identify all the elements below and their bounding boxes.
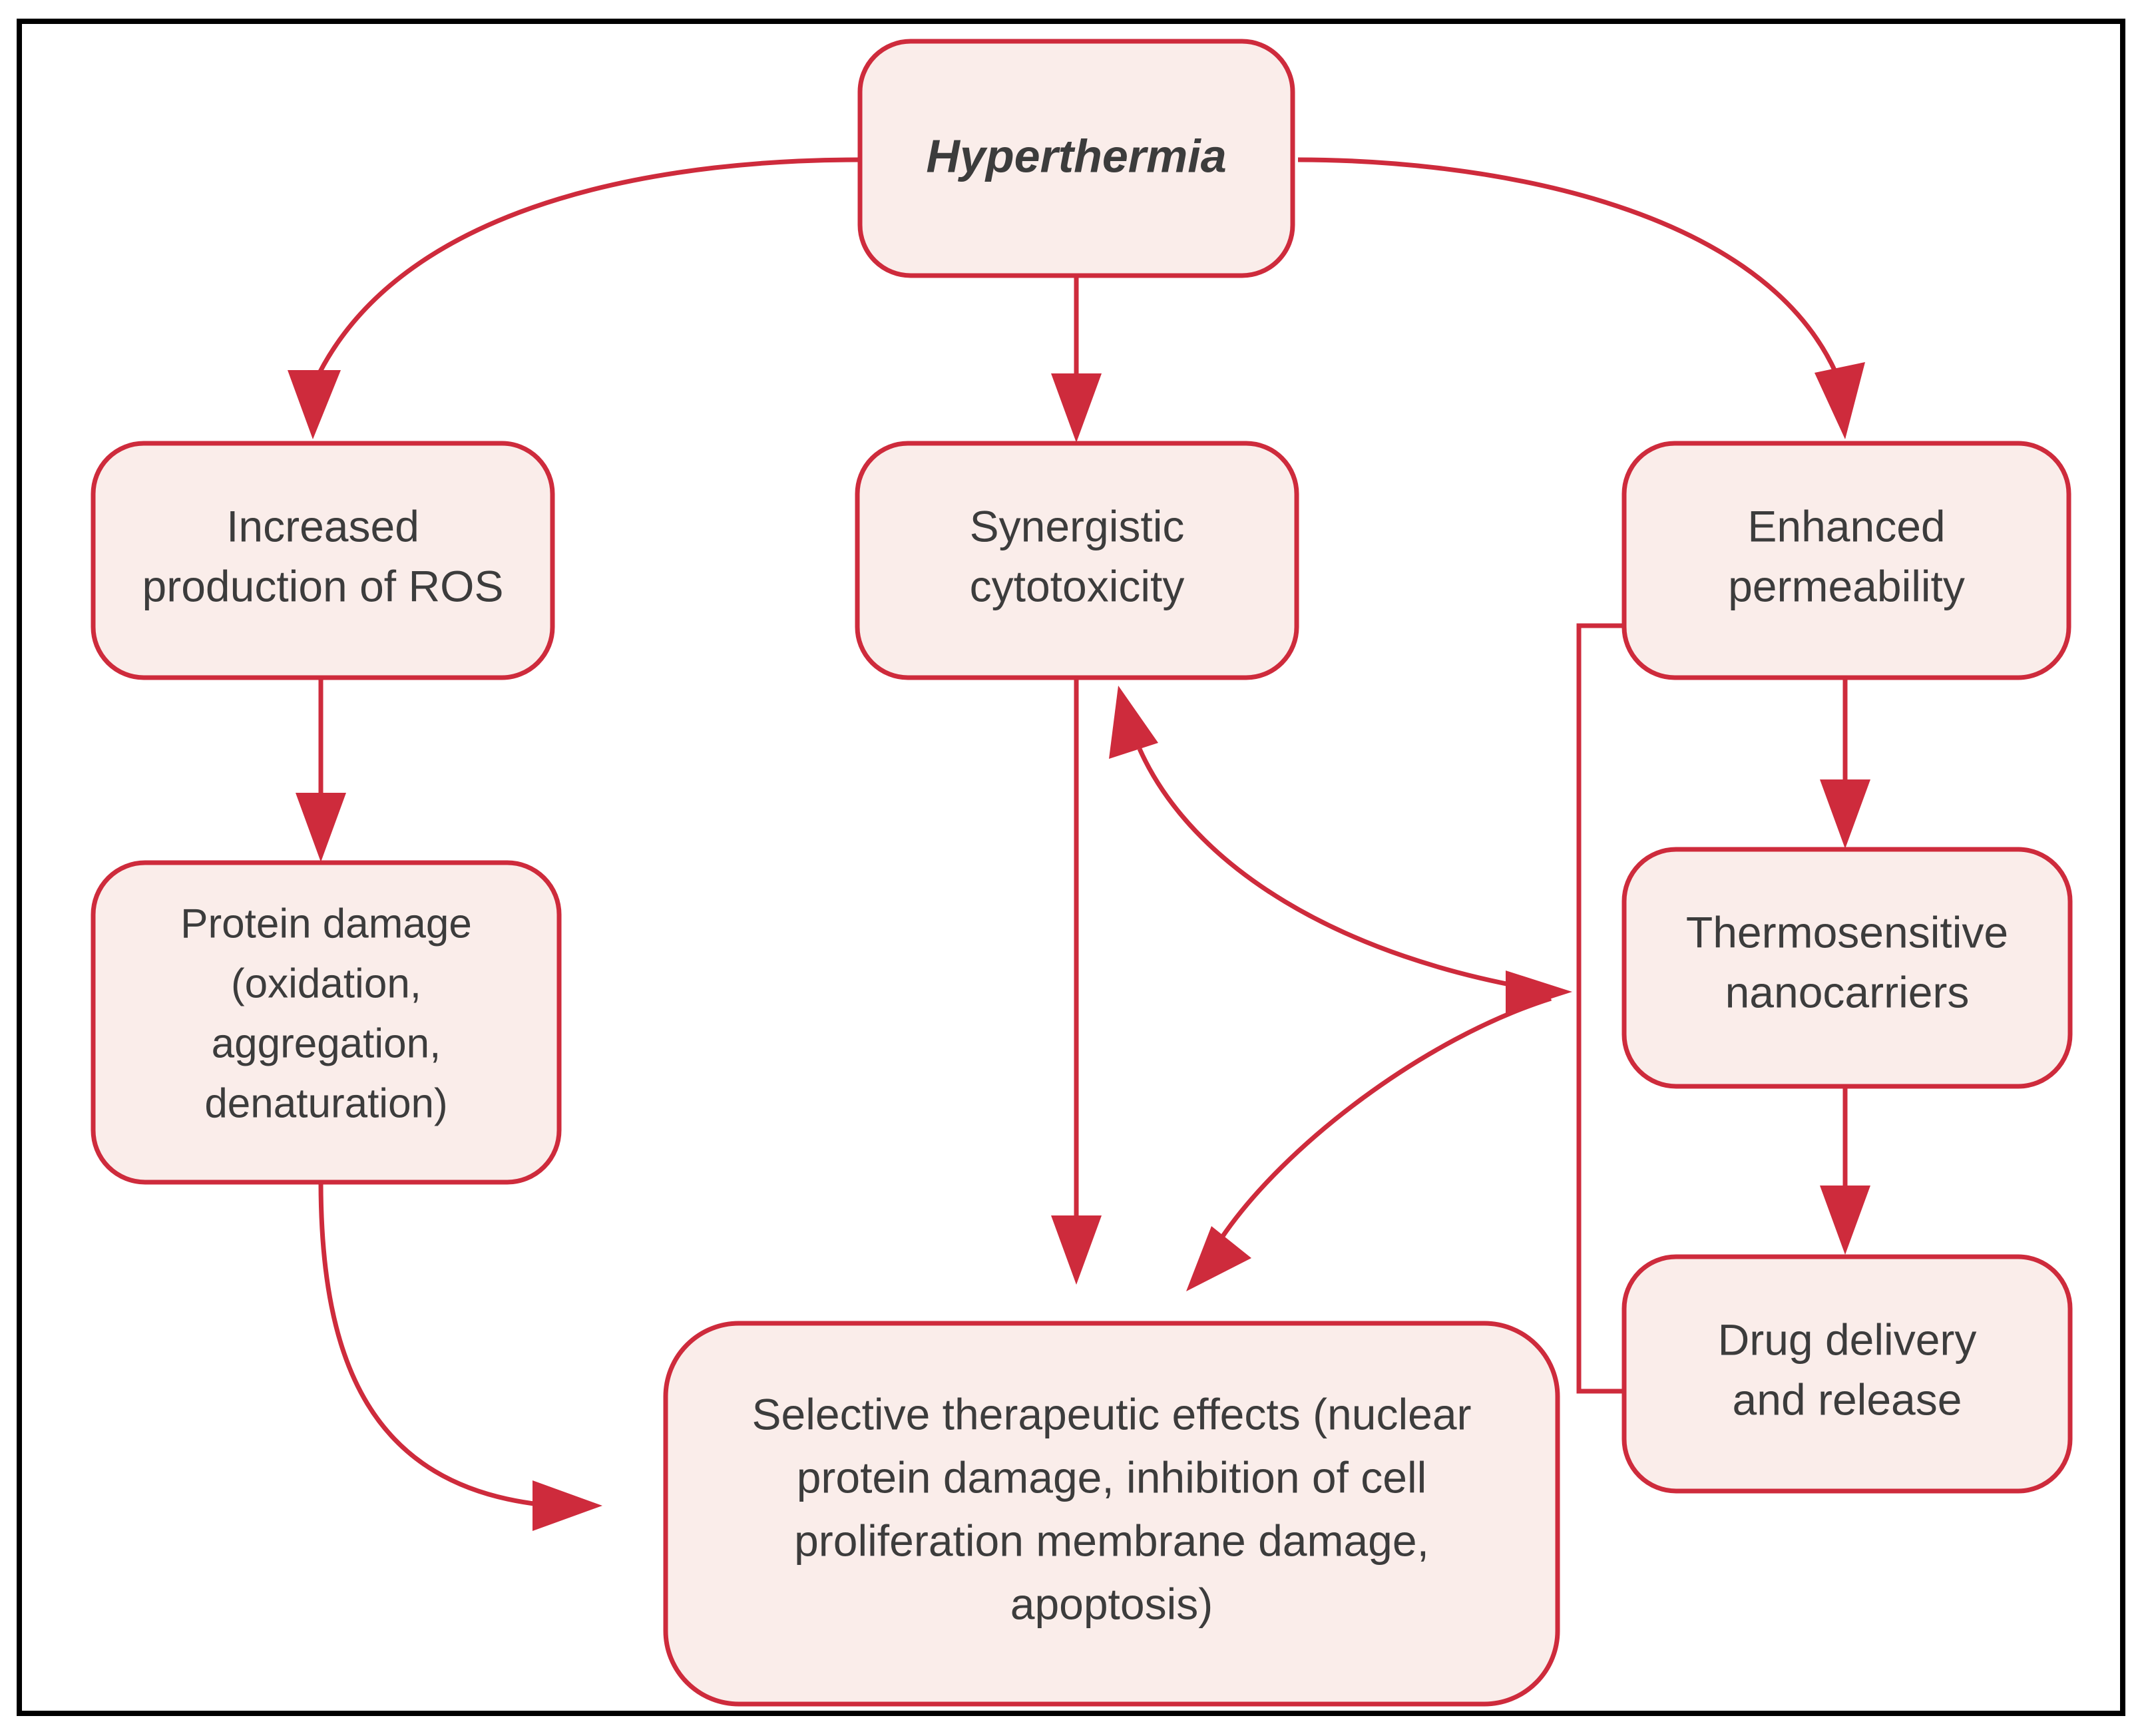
node-protein-line-1: (oxidation,	[231, 961, 421, 1006]
node-ros-line-0: Increased	[226, 501, 419, 550]
edge-nanocarriers-to-drug	[1820, 1085, 1870, 1255]
node-drug-line-1: and release	[1733, 1375, 1962, 1424]
node-synergistic-line-1: cytotoxicity	[970, 561, 1185, 610]
edge-hyperthermia-to-permeability	[1297, 157, 1865, 439]
node-drug-line-0: Drug delivery	[1718, 1315, 1977, 1364]
node-protein-line-3: denaturation)	[204, 1080, 447, 1126]
node-drug-delivery-and-release[interactable]: Drug delivery and release	[1621, 1254, 2073, 1494]
node-selective-line-2: proliferation membrane damage,	[794, 1516, 1429, 1565]
edge-hyperthermia-to-ros	[288, 157, 859, 439]
node-selective-line-1: protein damage, inhibition of cell	[797, 1452, 1427, 1502]
node-hyperthermia-line-0: Hyperthermia	[926, 130, 1226, 182]
edge-protein-to-selective	[318, 1181, 602, 1531]
edge-junction-to-selective	[1186, 996, 1552, 1291]
node-selective-line-0: Selective therapeutic effects (nuclear	[752, 1389, 1471, 1438]
node-nanocarriers-line-0: Thermosensitive	[1686, 907, 2008, 957]
node-permeability-line-1: permeability	[1728, 561, 1965, 610]
node-protein-line-0: Protein damage	[180, 901, 472, 947]
node-selective-line-3: apoptosis)	[1010, 1579, 1213, 1628]
node-thermosensitive-nanocarriers[interactable]: Thermosensitive nanocarriers	[1621, 847, 2073, 1089]
node-enhanced-permeability[interactable]: Enhanced permeability	[1621, 441, 2071, 680]
node-nanocarriers-line-1: nanocarriers	[1725, 967, 1970, 1016]
node-synergistic-cytotoxicity[interactable]: Synergistic cytotoxicity	[855, 441, 1299, 680]
edge-permeability-to-nanocarriers	[1820, 678, 1870, 849]
edge-ros-to-protein	[296, 678, 346, 862]
edge-junction-to-synergistic	[1109, 686, 1552, 994]
node-protein-line-2: aggregation,	[212, 1020, 441, 1066]
junction-arrowhead	[1506, 971, 1572, 1013]
node-permeability-line-0: Enhanced	[1747, 501, 1945, 550]
node-selective-therapeutic-effects[interactable]: Selective therapeutic effects (nuclear p…	[663, 1321, 1560, 1707]
node-increased-production-of-ros[interactable]: Increased production of ROS	[91, 441, 555, 680]
node-protein-damage[interactable]: Protein damage (oxidation, aggregation, …	[91, 860, 562, 1185]
edge-synergistic-to-selective	[1051, 678, 1102, 1285]
edge-permeability-bracket-to-junction	[1576, 623, 1622, 1394]
node-ros-line-1: production of ROS	[142, 561, 504, 610]
node-hyperthermia[interactable]: Hyperthermia	[857, 39, 1295, 278]
edge-hyperthermia-to-synergistic	[1051, 276, 1102, 443]
node-synergistic-line-0: Synergistic	[970, 501, 1185, 550]
